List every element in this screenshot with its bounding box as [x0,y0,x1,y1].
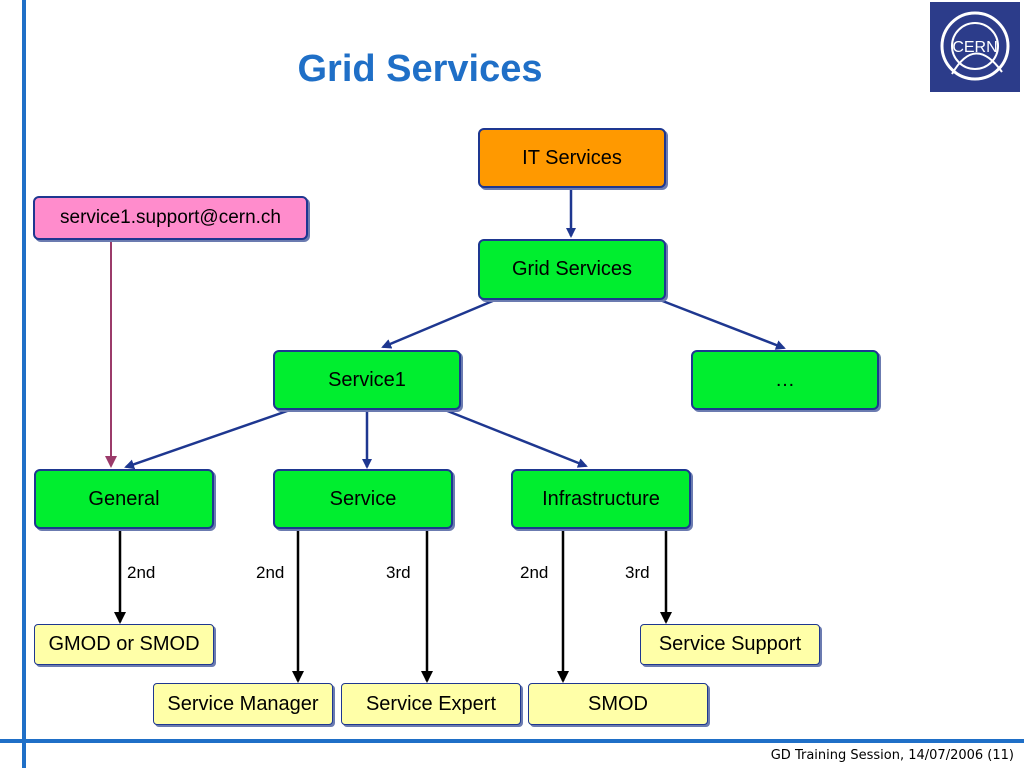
label-service-2nd: 2nd [256,563,285,582]
node-service-expert: Service Expert [341,683,521,725]
label-general-2nd: 2nd [127,563,156,582]
node-smod: SMOD [528,683,708,725]
node-gmod-smod: GMOD or SMOD [34,624,214,665]
arrow-service1-to-general [124,408,291,470]
bottom-accent-bar [0,739,1024,743]
node-it-services: IT Services [478,128,666,188]
footer-text: GD Training Session, 14/07/2006 (11) [770,748,1014,763]
node-service1: Service1 [273,350,461,410]
label-infra-3rd: 3rd [625,563,650,582]
label-service-3rd: 3rd [386,563,411,582]
node-service-support: Service Support [640,624,820,665]
slide-title: Grid Services [297,48,543,90]
node-grid-services: Grid Services [478,239,666,300]
node-service: Service [273,469,453,529]
node-support-email: service1.support@cern.ch [33,196,308,240]
left-accent-bar [22,0,26,768]
cern-logo-text: CERN [952,39,997,56]
arrow-grid-to-ellipsis [659,298,786,350]
node-service-manager: Service Manager [153,683,333,725]
node-infrastructure: Infrastructure [511,469,691,529]
node-ellipsis: … [691,350,879,410]
cern-logo: CERN [930,2,1020,92]
arrow-service1-to-infrastructure [444,408,588,468]
label-infra-2nd: 2nd [520,563,549,582]
arrow-grid-to-service1 [381,298,496,349]
node-general: General [34,469,214,529]
